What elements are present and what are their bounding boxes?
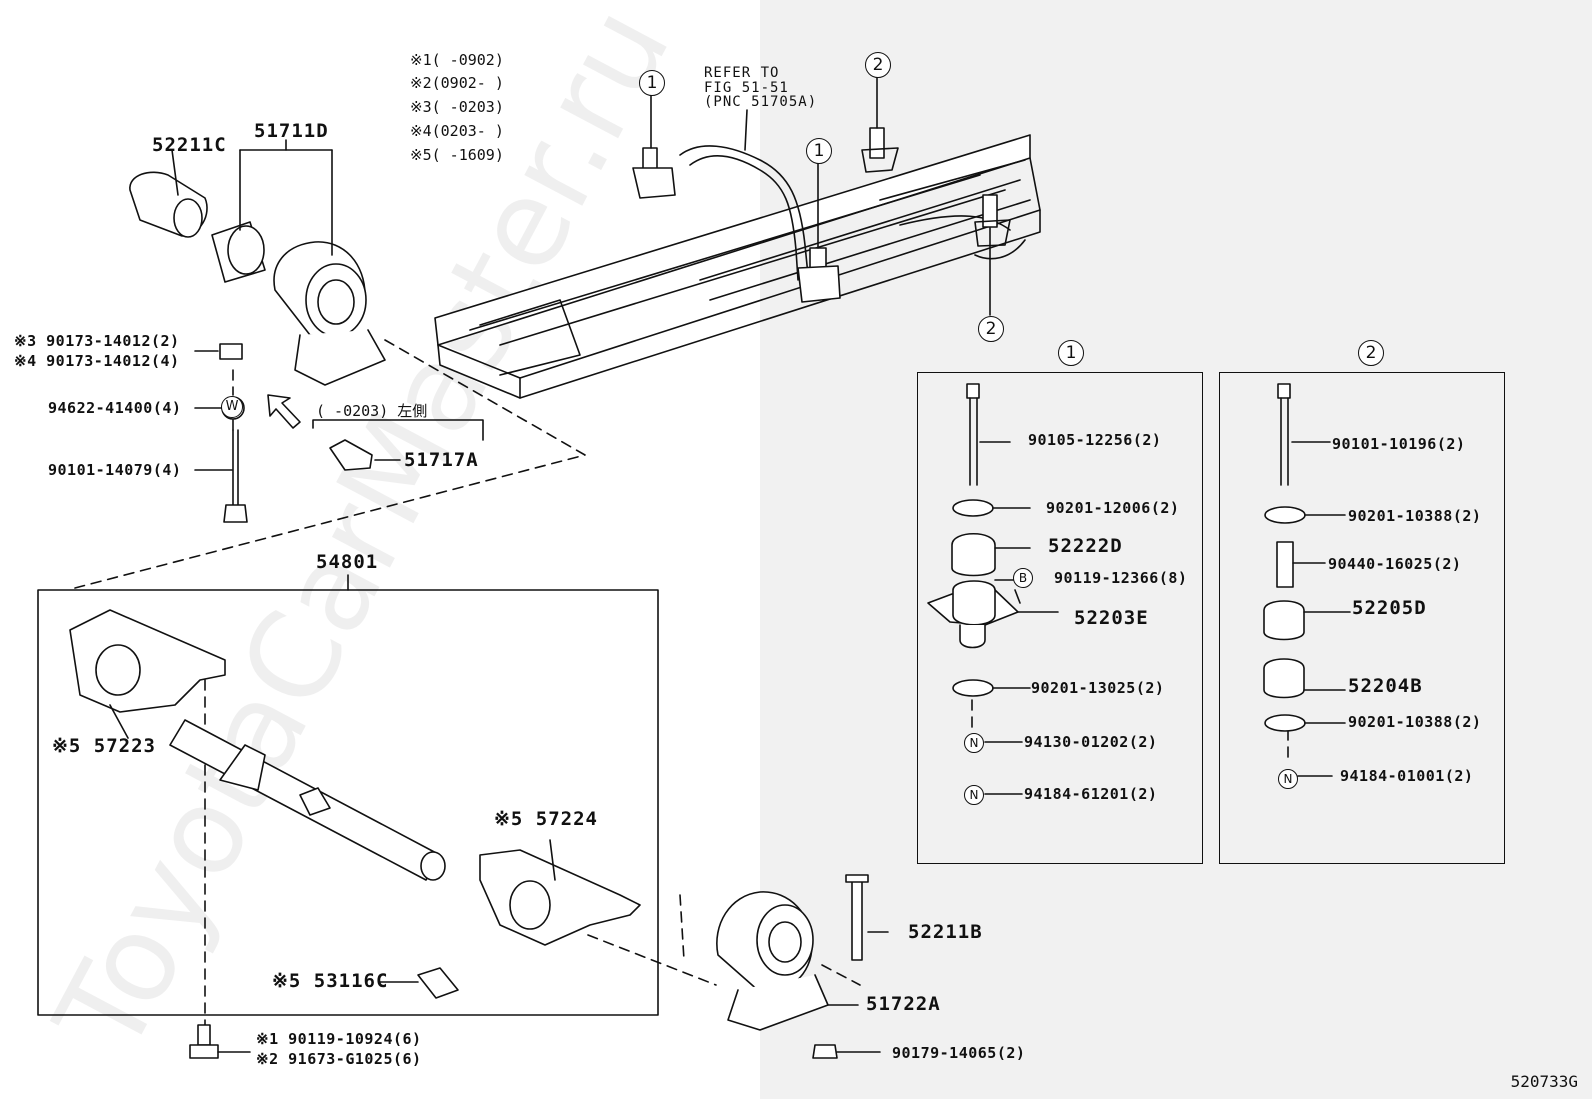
part-94622-41400[interactable]: 94622-41400(4) — [48, 399, 182, 417]
panel2-nut-marker-icon: N — [1278, 769, 1298, 789]
panel2-box: 90101-10196(2) 90201-10388(2) 90440-1602… — [1219, 372, 1505, 864]
lower-right-mount — [716, 874, 889, 1059]
refer-line-2: FIG 51-51 — [704, 79, 789, 96]
callout-2-bottom: 2 — [978, 316, 1004, 342]
note-4-range: (0203- ) — [431, 122, 504, 140]
note-2-range: (0902- ) — [431, 74, 504, 92]
part-90173-14012-note3[interactable]: ※3 90173-14012(2) — [14, 332, 180, 350]
callout-1-right: 1 — [806, 138, 832, 164]
note-4-mark: ※4 — [410, 122, 432, 140]
panel1-item-90201-13025[interactable]: 90201-13025(2) — [1031, 679, 1165, 697]
crossmember-box — [37, 574, 659, 1059]
part-57223[interactable]: ※5 57223 — [52, 735, 156, 757]
part-53116C[interactable]: ※5 53116C — [272, 970, 389, 992]
note-1-mark: ※1 — [410, 51, 432, 69]
part-52211B[interactable]: 52211B — [908, 921, 983, 943]
part-90173-14012-note4[interactable]: ※4 90173-14012(4) — [14, 352, 180, 370]
part-91673-G1025[interactable]: ※2 91673-G1025(6) — [256, 1050, 422, 1068]
frame-drawing — [434, 134, 1041, 399]
panel2-title: 2 — [1358, 340, 1384, 366]
panel1-bolt-marker-icon: B — [1013, 568, 1033, 588]
note-3: ※3( -0203) — [410, 100, 504, 115]
upper-left-assembly — [129, 139, 484, 523]
note-5: ※5( -1609) — [410, 148, 504, 163]
panel2-item-90201-10388[interactable]: 90201-10388(2) — [1348, 507, 1482, 525]
callout-1-left: 1 — [639, 70, 665, 96]
panel2-item-90440-16025[interactable]: 90440-16025(2) — [1328, 555, 1462, 573]
note-5-mark: ※5 — [410, 146, 432, 164]
note-3-mark: ※3 — [410, 98, 432, 116]
part-51711D[interactable]: 51711D — [254, 120, 329, 142]
part-90119-10924[interactable]: ※1 90119-10924(6) — [256, 1030, 422, 1048]
part-51722A[interactable]: 51722A — [866, 993, 941, 1015]
figure-code: 520733G — [1510, 1072, 1578, 1091]
callout-leaders — [650, 75, 991, 316]
part-90179-14065[interactable]: 90179-14065(2) — [892, 1044, 1026, 1062]
panel2-item-90201-10388-b[interactable]: 90201-10388(2) — [1348, 713, 1482, 731]
panel2-item-52205D[interactable]: 52205D — [1352, 597, 1427, 619]
note-2-mark: ※2 — [410, 74, 432, 92]
panel1-item-90105-12256[interactable]: 90105-12256(2) — [1028, 431, 1162, 449]
refer-line-3: (PNC 51705A) — [704, 94, 818, 111]
part-51717A[interactable]: 51717A — [404, 449, 479, 471]
refer-to-figure[interactable]: REFER TO FIG 51-51 (PNC 51705A) — [704, 66, 817, 110]
panel1-item-52203E[interactable]: 52203E — [1074, 607, 1149, 629]
left-side-note: ( -0203) 左側 — [316, 402, 428, 420]
panel1-item-94130-01202[interactable]: 94130-01202(2) — [1024, 733, 1158, 751]
note-5-range: ( -1609) — [431, 146, 504, 164]
panel2-item-90101-10196[interactable]: 90101-10196(2) — [1332, 435, 1466, 453]
panel1-item-52222D[interactable]: 52222D — [1048, 535, 1123, 557]
part-54801[interactable]: 54801 — [316, 551, 379, 573]
frame-mounts — [632, 127, 1011, 303]
panel1-item-90201-12006[interactable]: 90201-12006(2) — [1046, 499, 1180, 517]
panel1-box: 90105-12256(2) 90201-12006(2) 52222D B 9… — [917, 372, 1203, 864]
panel2-item-52204B[interactable]: 52204B — [1348, 675, 1423, 697]
part-90101-14079[interactable]: 90101-14079(4) — [48, 461, 182, 479]
panel2-parts — [1263, 383, 1351, 777]
note-3-range: ( -0203) — [431, 98, 504, 116]
part-52211C[interactable]: 52211C — [152, 134, 227, 156]
part-57224[interactable]: ※5 57224 — [494, 808, 598, 830]
panel1-parts — [927, 383, 1059, 795]
panel1-nut-marker-2-icon: N — [964, 785, 984, 805]
note-4: ※4(0203- ) — [410, 124, 504, 139]
panel2-item-94184-01001[interactable]: 94184-01001(2) — [1340, 767, 1474, 785]
note-1-range: ( -0902) — [431, 51, 504, 69]
panel1-nut-marker-icon: N — [964, 733, 984, 753]
panel1-item-94184-61201[interactable]: 94184-61201(2) — [1024, 785, 1158, 803]
stabilizer-bar — [679, 145, 809, 281]
note-2: ※2(0902- ) — [410, 76, 504, 91]
refer-line-1: REFER TO — [704, 65, 780, 81]
callout-2-top: 2 — [865, 52, 891, 78]
panel1-item-90119-12366[interactable]: 90119-12366(8) — [1054, 569, 1188, 587]
note-1: ※1( -0902) — [410, 53, 504, 68]
arrow-to-mount — [267, 394, 301, 429]
washer-marker-icon: W — [221, 396, 243, 418]
panel1-title: 1 — [1058, 340, 1084, 366]
